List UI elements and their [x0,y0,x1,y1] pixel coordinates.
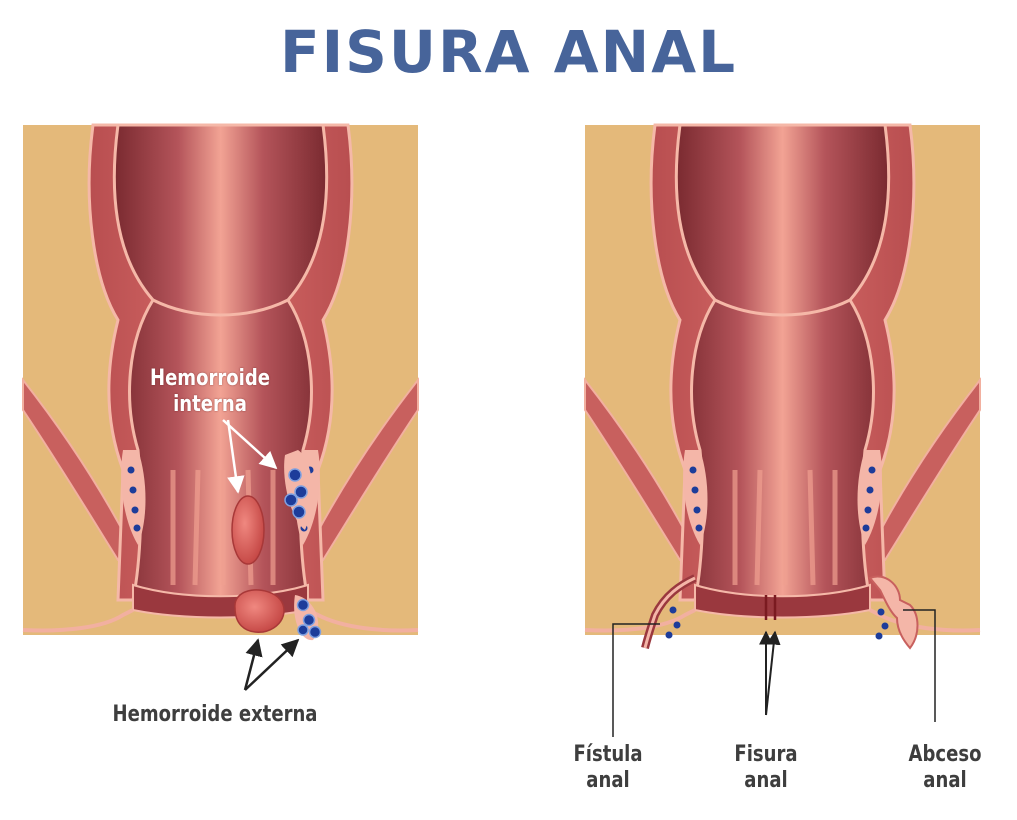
fissure-label-line2: anal [744,768,788,793]
fistula-label-line1: Fístula [573,742,643,767]
fissure-label: Fisura anal [721,742,811,794]
page-title: FISURA ANAL [279,18,738,86]
internal-hemorrhoid [231,495,265,565]
external-hemorrhoid-label: Hemorroide externa [108,702,321,728]
internal-hemorrhoid-label: Hemorroide interna [149,366,272,418]
abscess-label: Abceso anal [900,742,990,794]
fissure-label-line1: Fisura [734,742,798,767]
right-panel-fissure [585,125,980,737]
external-hemorrhoid [234,589,285,633]
abscess [868,575,919,650]
fistula-leader [612,623,660,737]
abscess-label-line1: Abceso [908,742,982,767]
internal-label-line2: interna [173,392,247,417]
left-panel-hemorrhoids [23,125,418,691]
abscess-label-line2: anal [923,768,967,793]
fistula-label: Fístula anal [563,742,653,794]
fistula-label-line2: anal [586,768,630,793]
abscess-leader [903,609,936,722]
internal-label-line1: Hemorroide [149,366,271,391]
external-label-text: Hemorroide externa [112,702,318,727]
